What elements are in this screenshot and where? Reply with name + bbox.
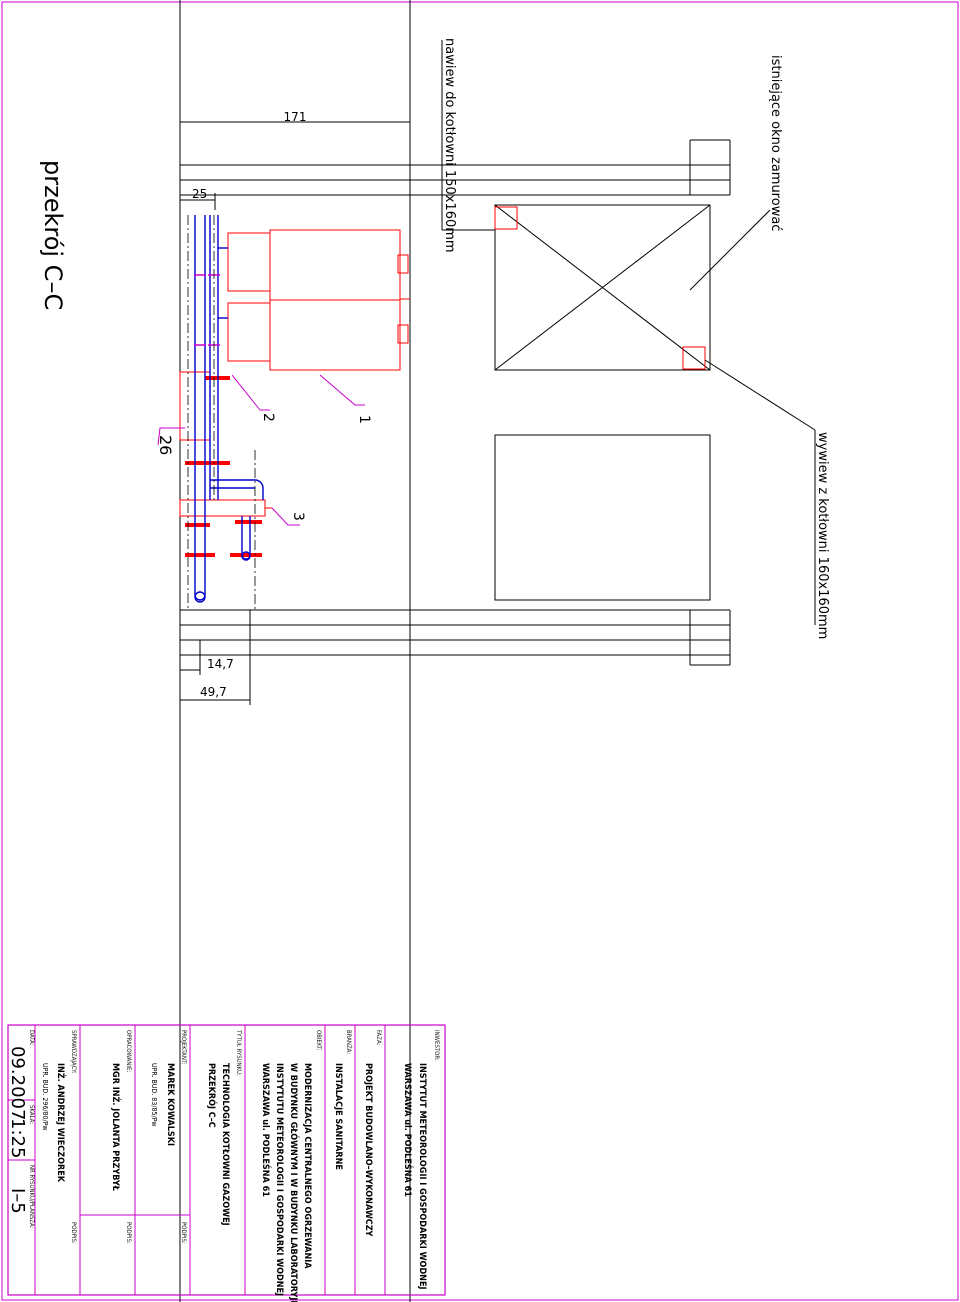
sheet-label: NR RYSUNKU/PLANSZA:: [28, 1165, 35, 1229]
checked-label: SPRAWDZAJĄCY:: [70, 1030, 77, 1074]
title-block: [7, 1024, 446, 1296]
designer-license: UPR. BUD. 83/85/Pw: [150, 1063, 158, 1127]
object-label: OBIEKT:: [315, 1030, 322, 1051]
wall-lines: [179, 0, 731, 1302]
investor-line2: WARSZAWA ul. PODLEŚNA 61: [402, 1063, 414, 1197]
dim-14-7: 14,7: [207, 657, 234, 671]
note-supply-air: nawiew do kotłowni 150x160mm: [442, 38, 457, 253]
existing-window: [494, 204, 711, 601]
investor-line1: INSTYTUT METEOROLOGII I GOSPODARKI WODNE…: [417, 1063, 427, 1289]
dimension-lines: [179, 115, 411, 705]
exhaust-air-opening: [682, 346, 706, 370]
valves: [185, 376, 262, 557]
boiler-units: [179, 229, 410, 517]
investor-label: INWESTOR:: [433, 1030, 440, 1061]
pipe-fittings: [194, 274, 220, 346]
section-title: przekrój C–C: [39, 160, 67, 310]
scale-label: SKALA:: [28, 1105, 35, 1124]
date-value: 09.2007: [7, 1046, 28, 1120]
drawing-title-label: TYTUŁ RYSUNKU:: [235, 1029, 242, 1076]
object-line1: MODERNIZACJA CENTRALNEGO OGRZEWANIA: [302, 1063, 312, 1269]
pipe-end-2: [241, 551, 251, 561]
drawing-title-line1: TECHNOLOGIA KOTŁOWNI GAZOWEJ: [220, 1063, 230, 1226]
drawing-title-line2: PRZEKRÓJ C–C: [206, 1063, 218, 1128]
object-line2: W BUDYNKU GŁÓWNYM I W BUDYNKU LABORATORY…: [288, 1063, 300, 1302]
checked-name: INŻ. ANDRZEJ WIECZOREK: [55, 1063, 66, 1183]
object-line3: INSTYTUTU METEOROLOGII I GOSPODARKI WODN…: [274, 1063, 284, 1296]
callout-1: 1: [356, 415, 372, 424]
branch-value: INSTALACJE SANITARNE: [333, 1063, 343, 1170]
note-exhaust-air: wywiew z kotłowni 160x160mm: [815, 432, 830, 639]
dim-25: 25: [192, 187, 207, 201]
prepared-sign-label: PODPIS:: [125, 1222, 132, 1244]
branch-label: BRANŻA:: [345, 1030, 352, 1054]
scale-value: 1:25: [7, 1118, 28, 1158]
phase-value: PROJEKT BUDOWLANO–WYKONAWCZY: [363, 1063, 373, 1237]
note-leaders: [441, 40, 816, 625]
designer-name: MAREK KOWALSKI: [165, 1063, 175, 1146]
checked-license: UPR. BUD. 296/80/Pw: [41, 1063, 49, 1131]
pipes: [194, 215, 264, 601]
object-line4: WARSZAWA ul. PODLEŚNA 61: [260, 1063, 272, 1197]
prepared-label: OPRACOWANIE:: [125, 1030, 132, 1072]
designer-label: PROJEKTANT:: [180, 1030, 187, 1065]
note-existing-window: istniejące okno zamurować: [768, 55, 783, 231]
dim-49-7: 49,7: [200, 685, 227, 699]
center-lines: [187, 215, 256, 610]
callout-2: 2: [260, 413, 276, 422]
prepared-name: MGR INŻ. JOLANTA PRZYBYŁ: [110, 1063, 121, 1191]
dim-171: 171: [284, 110, 307, 124]
designer-sign-label: PODPIS:: [180, 1222, 187, 1244]
callout-3: 3: [290, 512, 306, 521]
pipe-end-1: [194, 591, 206, 603]
date-label: DATA:: [28, 1030, 35, 1046]
callout-26: 26: [156, 435, 175, 455]
supply-air-opening: [494, 206, 518, 230]
callout-leaders: [157, 374, 365, 526]
checked-sign-label: PODPIS:: [70, 1222, 77, 1244]
sheet-value: I–5: [7, 1188, 28, 1214]
phase-label: FAZA:: [375, 1030, 382, 1046]
